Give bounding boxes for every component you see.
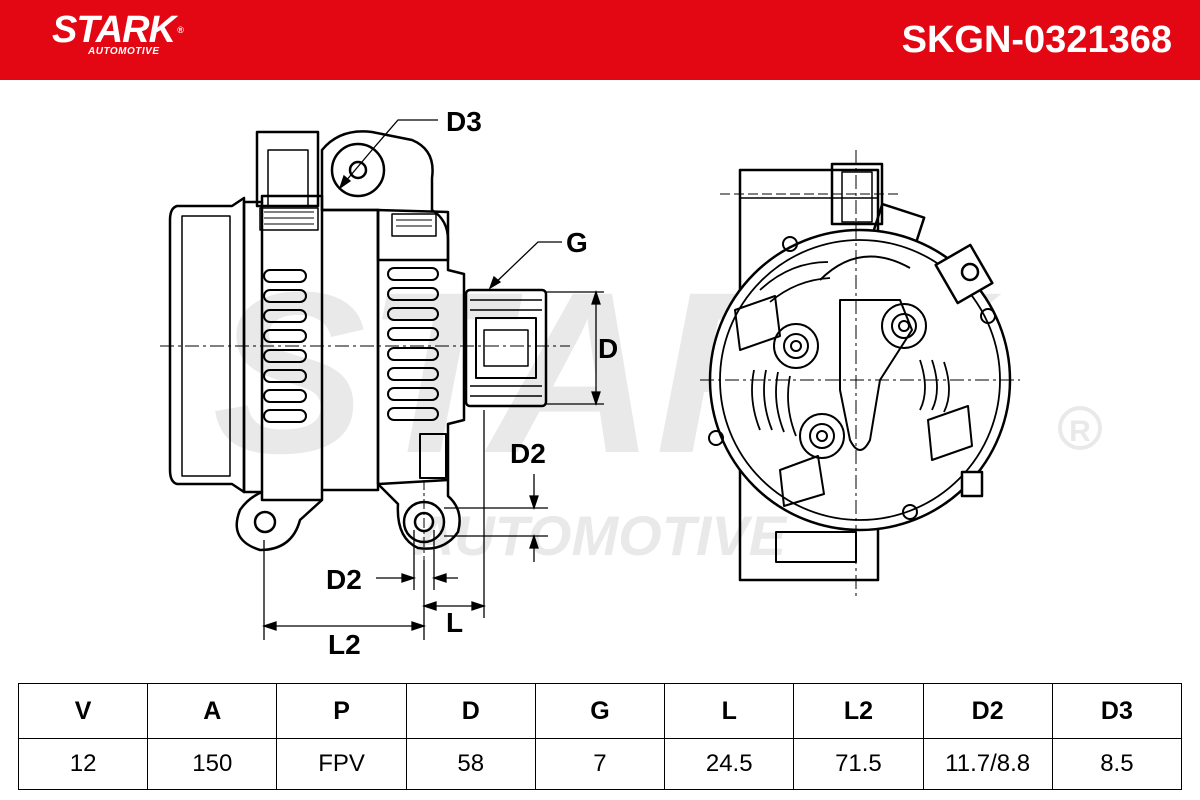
bottom-mount-rear xyxy=(235,490,323,552)
spec-header: D3 xyxy=(1051,683,1183,739)
bottom-mount-front xyxy=(377,480,461,550)
spec-header: L xyxy=(664,683,795,739)
front-housing xyxy=(376,208,466,486)
brand-name: STARK® xyxy=(52,9,184,51)
spec-value-row: 12 150 FPV 58 7 24.5 71.5 11.7/8.8 8.5 xyxy=(17,738,1183,790)
regulator-bracket xyxy=(839,299,913,451)
spec-value: 8.5 xyxy=(1051,738,1183,790)
spec-header: V xyxy=(17,683,149,739)
spec-header: P xyxy=(276,683,407,739)
brand-logo: STARK® AUTOMOTIVE xyxy=(52,8,184,57)
alternator-drawing: STARK AUTOMOTIVE R xyxy=(160,106,1102,660)
dimension-lines xyxy=(261,119,604,640)
watermark-registered-icon xyxy=(1058,406,1102,450)
label-d3: D3 xyxy=(446,106,482,137)
cooling-fins xyxy=(751,261,950,437)
connector-block xyxy=(255,130,320,208)
rear-cover xyxy=(168,196,246,494)
spec-value: 71.5 xyxy=(793,738,924,790)
spec-header: D2 xyxy=(922,683,1053,739)
watermark-registered-glyph: R xyxy=(1069,415,1091,448)
spec-value: 150 xyxy=(147,738,278,790)
label-d2-right: D2 xyxy=(510,438,546,469)
label-l: L xyxy=(446,607,463,638)
rear-vents xyxy=(259,207,319,423)
spec-header-row: V A P D G L L2 D2 D3 xyxy=(17,683,1183,739)
spec-header: L2 xyxy=(793,683,924,739)
diode-bolts xyxy=(773,303,927,459)
label-g: G xyxy=(566,227,588,258)
label-d: D xyxy=(598,333,618,364)
label-l2: L2 xyxy=(328,629,361,660)
front-view xyxy=(700,150,1020,600)
spec-value: FPV xyxy=(276,738,407,790)
spec-value: 24.5 xyxy=(664,738,795,790)
spec-header: G xyxy=(534,683,666,739)
spec-value: 12 xyxy=(17,738,149,790)
header-bar: STARK® AUTOMOTIVE SKGN-0321368 xyxy=(0,0,1200,80)
spec-value: 11.7/8.8 xyxy=(922,738,1053,790)
spec-header: A xyxy=(147,683,278,739)
label-d2-bottom: D2 xyxy=(326,564,362,595)
front-vents xyxy=(387,213,439,421)
spec-value: 7 xyxy=(534,738,666,790)
pulley xyxy=(464,288,548,408)
spec-value: 58 xyxy=(405,738,536,790)
spec-header: D xyxy=(405,683,536,739)
side-view xyxy=(160,130,570,560)
spec-table: V A P D G L L2 D2 D3 12 150 FPV 58 7 24.… xyxy=(17,683,1183,790)
dimension-label-group: D3 G D D2 D2 L L2 xyxy=(326,106,618,660)
brand-tagline: AUTOMOTIVE xyxy=(88,46,160,57)
part-number: SKGN-0321368 xyxy=(901,19,1172,61)
b-plus-terminal xyxy=(934,243,994,305)
